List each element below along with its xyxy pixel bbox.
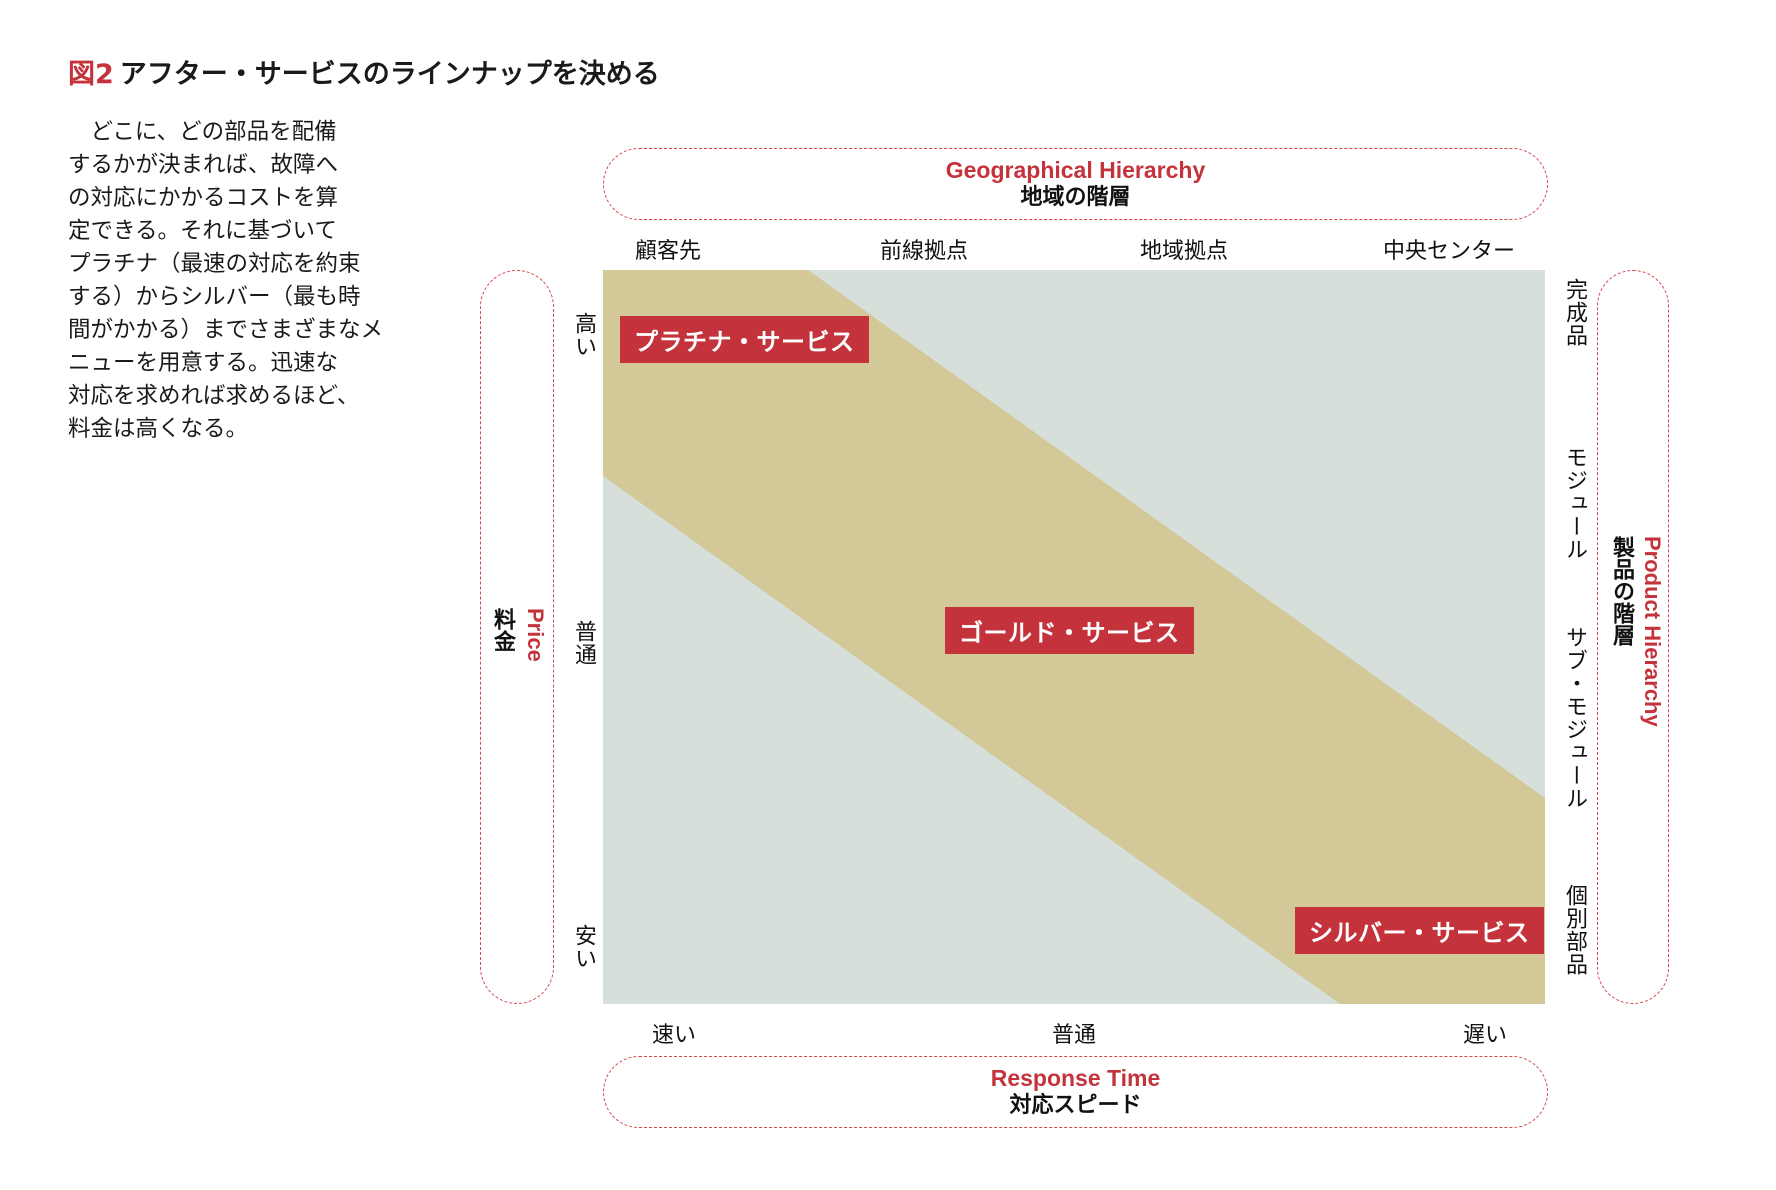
top-tick: 前線拠点 — [880, 239, 969, 264]
gold-service-label: ゴールド・サービス — [945, 607, 1194, 654]
right-tick: 個別部品 — [1562, 884, 1587, 976]
response-time-title-jp: 対応スピード — [1009, 1093, 1142, 1118]
bottom-tick: 遅い — [1463, 1023, 1508, 1048]
bottom-tick: 普通 — [1052, 1023, 1097, 1048]
top-tick: 顧客先 — [635, 239, 702, 264]
silver-service-label: シルバー・サービス — [1295, 907, 1544, 954]
response-time-title-en: Response Time — [990, 1065, 1161, 1091]
top-tick: 中央センター — [1383, 239, 1516, 264]
product-hierarchy-title-jp: 製品の階層 — [1609, 536, 1634, 646]
left-tick: 普通 — [571, 620, 596, 666]
body-text-line: 定できる。それに基づいて — [68, 218, 337, 244]
body-text-line: するかが決まれば、故障へ — [68, 152, 339, 178]
body-text-line: する）からシルバー（最も時 — [68, 284, 361, 310]
body-text-line: 料金は高くなる。 — [68, 416, 249, 442]
right-tick: 完成品 — [1562, 278, 1587, 347]
body-text-line: 間がかかる）までさまざまなメ — [68, 317, 384, 343]
body-text-line: 対応を求めれば求めるほど、 — [68, 383, 360, 409]
right-tick: モジュール — [1562, 446, 1587, 561]
body-text-line: ニューを用意する。迅速な — [68, 350, 339, 376]
right-tick: サブ・モジュール — [1562, 626, 1587, 810]
price-title-en: Price — [523, 608, 548, 662]
product-hierarchy-title-en: Product Hierarchy — [1640, 536, 1665, 727]
body-text: どこに、どの部品を配備 するかが決まれば、故障へ の対応にかかるコストを算 定で… — [68, 116, 398, 446]
geographical-hierarchy-title-jp: 地域の階層 — [1020, 185, 1131, 210]
top-tick: 地域拠点 — [1140, 239, 1229, 264]
geographical-hierarchy-pill: Geographical Hierarchy 地域の階層 — [603, 148, 1548, 220]
geographical-hierarchy-title-en: Geographical Hierarchy — [945, 157, 1206, 183]
body-text-line: プラチナ（最速の対応を約束 — [68, 251, 361, 277]
price-title: Price 料金 — [486, 608, 548, 662]
figure-number: 図2 — [68, 59, 114, 90]
product-hierarchy-title: Product Hierarchy 製品の階層 — [1605, 536, 1665, 727]
price-title-jp: 料金 — [490, 608, 515, 652]
body-text-line: の対応にかかるコストを算 — [68, 185, 339, 211]
response-time-pill: Response Time 対応スピード — [603, 1056, 1548, 1128]
product-hierarchy-pill — [1597, 270, 1669, 1004]
figure-title-text: アフター・サービスのラインナップを決める — [119, 59, 660, 90]
body-text-line: どこに、どの部品を配備 — [68, 119, 337, 145]
price-pill — [480, 270, 554, 1004]
bottom-tick: 速い — [652, 1023, 697, 1048]
platinum-service-label: プラチナ・サービス — [620, 316, 869, 363]
left-tick: 安い — [571, 924, 596, 970]
left-tick: 高い — [571, 312, 596, 358]
